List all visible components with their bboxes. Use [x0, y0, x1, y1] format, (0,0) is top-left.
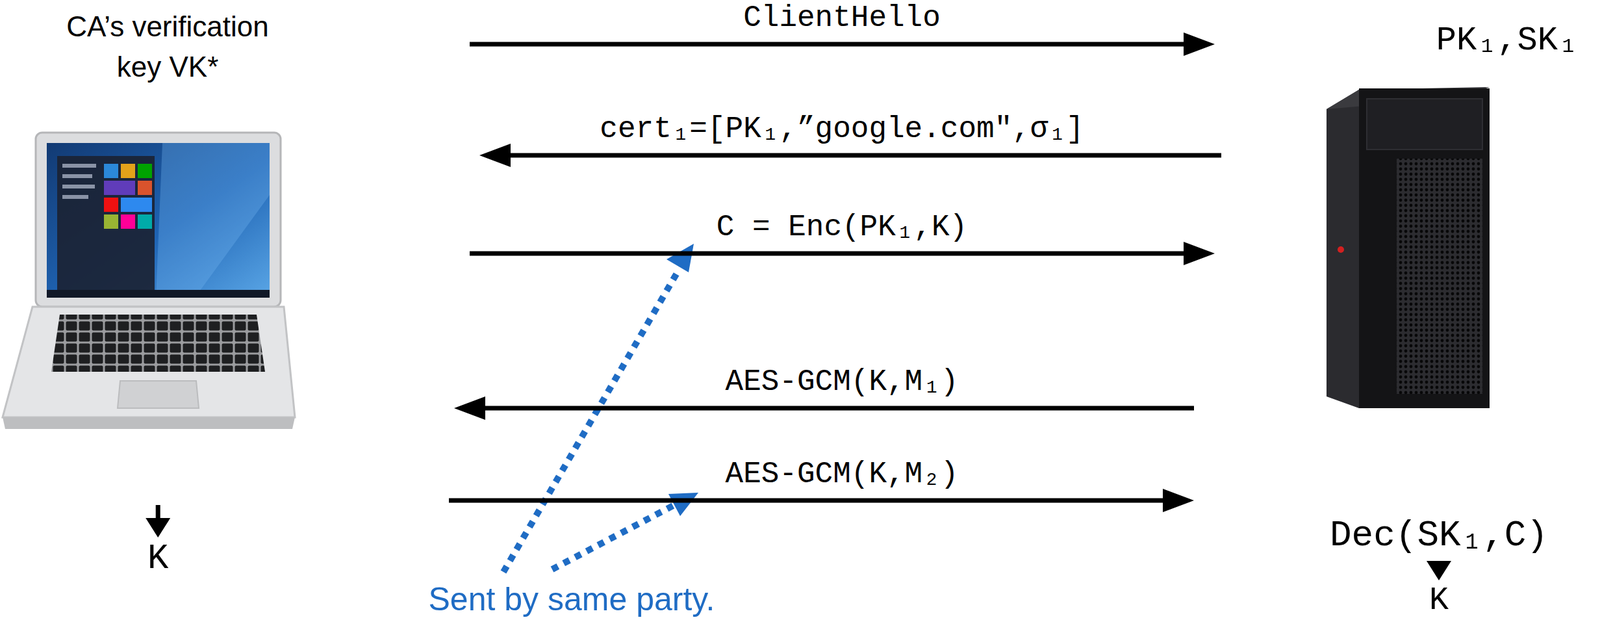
arrow-shaft [469, 42, 1187, 47]
arrow-shaft [469, 251, 1187, 256]
pointer-head [666, 243, 694, 273]
message-arrow [454, 396, 1194, 420]
arrow-head [145, 517, 171, 538]
message-arrow [469, 32, 1215, 56]
key-result: K [143, 539, 173, 578]
start-menu [57, 155, 155, 290]
google-server: PK₁,SK₁ Dec(SK₁,C) [1221, 0, 1600, 560]
keyboard [51, 314, 266, 372]
key-pair: PK₁,SK₁ [1416, 20, 1599, 62]
message-label: AES-GCM(K,M₁) [725, 364, 959, 400]
arrow-shaft [482, 406, 1194, 411]
result-arrow [145, 504, 171, 538]
screen-light [155, 142, 270, 298]
message-label: ClientHello [743, 0, 941, 36]
drive-bay [1366, 98, 1483, 150]
server-grille [1396, 158, 1483, 394]
laptop-illustration [2, 132, 295, 429]
taskbar [46, 289, 270, 298]
arrow-head [1183, 241, 1215, 266]
arrow-shaft [448, 498, 1166, 503]
key-text: K [1429, 582, 1449, 618]
power-light [1337, 246, 1345, 253]
dotted-pointer [503, 269, 679, 572]
result-arrow [1426, 560, 1452, 581]
dotted-pointer [552, 504, 676, 570]
laptop-front-edge [2, 417, 295, 429]
arrow-head [1426, 560, 1452, 581]
start-tiles [62, 163, 153, 229]
pointer-head [668, 492, 699, 516]
arrow-head [1162, 488, 1194, 512]
annotation-note: Sent by same party. [428, 580, 716, 618]
decrypt-step: Dec(SK₁,C) [1315, 513, 1563, 558]
touchpad [117, 380, 199, 408]
message-label: AES-GCM(K,M₂) [725, 456, 959, 492]
server-side [1326, 89, 1359, 408]
laptop-lid [35, 132, 281, 307]
key-result: K [1425, 582, 1453, 618]
message-arrow [469, 241, 1215, 266]
key-text: K [147, 539, 169, 578]
message-arrow [448, 488, 1194, 512]
message-label: cert₁=[PK₁,”google.com",σ₁] [599, 111, 1084, 147]
arrow-head [454, 396, 486, 420]
server-front [1358, 88, 1490, 408]
message-arrow [479, 143, 1222, 167]
client-laptop: CA’s verification key VK* [0, 0, 449, 502]
message-label: C = Enc(PK₁,K) [716, 209, 968, 245]
laptop-screen [46, 142, 270, 298]
key-heading: CA’s verification key VK* [47, 6, 288, 88]
server-illustration [1326, 87, 1490, 408]
arrow-head [1183, 32, 1215, 56]
arrow-shaft [507, 153, 1222, 158]
arrow-head [479, 143, 511, 167]
laptop-deck [2, 306, 295, 418]
